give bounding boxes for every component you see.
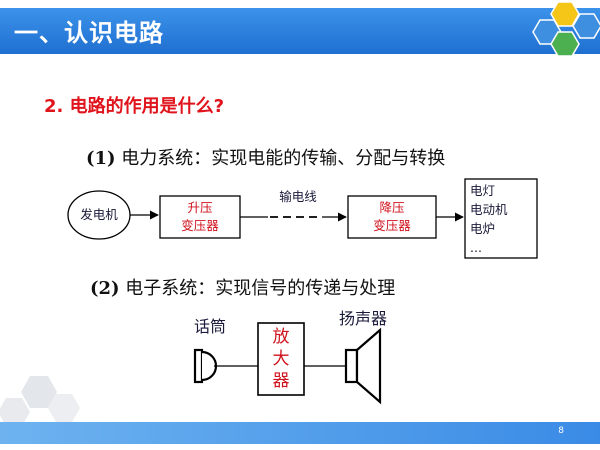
generator-label: 发电机	[80, 207, 118, 222]
step-up-line-1: 升压	[187, 200, 213, 215]
power-system-description: 电力系统：实现电能的传输、分配与转换	[121, 148, 446, 169]
title-bar	[0, 8, 600, 54]
microphone-label: 话筒	[193, 317, 226, 336]
load-item: 电动机	[470, 202, 508, 217]
loads-box	[464, 178, 538, 259]
loads-list: 电灯 电动机 电炉 ...	[470, 181, 534, 257]
speaker-label: 扬声器	[338, 309, 387, 328]
electronic-system-number: (2)	[90, 278, 120, 299]
amplifier-label: 放 大 器	[258, 326, 304, 392]
step-up-box	[159, 195, 241, 239]
step-down-line-1: 降压	[379, 200, 405, 215]
transmission-line-label: 输电线	[279, 189, 317, 204]
page-title: 一、认识电路	[14, 19, 164, 47]
page-number: 8	[558, 426, 564, 436]
speaker-magnet	[344, 348, 359, 384]
microphone-base	[193, 348, 204, 384]
load-item: 电灯	[470, 183, 496, 198]
electronic-system-description: 电子系统：实现信号的传递与处理	[125, 278, 396, 299]
microphone-head	[201, 350, 218, 382]
amplifier-char: 器	[272, 371, 290, 391]
load-item: 电炉	[470, 221, 496, 236]
footer-bar	[0, 422, 600, 444]
hexagon-decoration-bottom-icon	[0, 376, 80, 426]
step-up-line-2: 变压器	[181, 218, 219, 233]
power-system-heading: (1) 电力系统：实现电能的传输、分配与转换	[86, 144, 445, 170]
load-item: ...	[470, 240, 482, 255]
question-heading: 2. 电路的作用是什么?	[44, 96, 225, 117]
step-down-line-2: 变压器	[373, 218, 411, 233]
amplifier-char: 大	[272, 349, 290, 369]
step-up-label: 升压 变压器	[160, 199, 240, 235]
amplifier-char: 放	[272, 327, 290, 347]
amplifier-box	[257, 322, 305, 396]
speaker-cone	[355, 327, 382, 405]
hexagon-decoration-icon	[532, 1, 600, 57]
step-down-label: 降压 变压器	[348, 199, 436, 235]
power-system-number: (1)	[86, 148, 116, 169]
electronic-system-heading: (2) 电子系统：实现信号的传递与处理	[90, 274, 395, 300]
